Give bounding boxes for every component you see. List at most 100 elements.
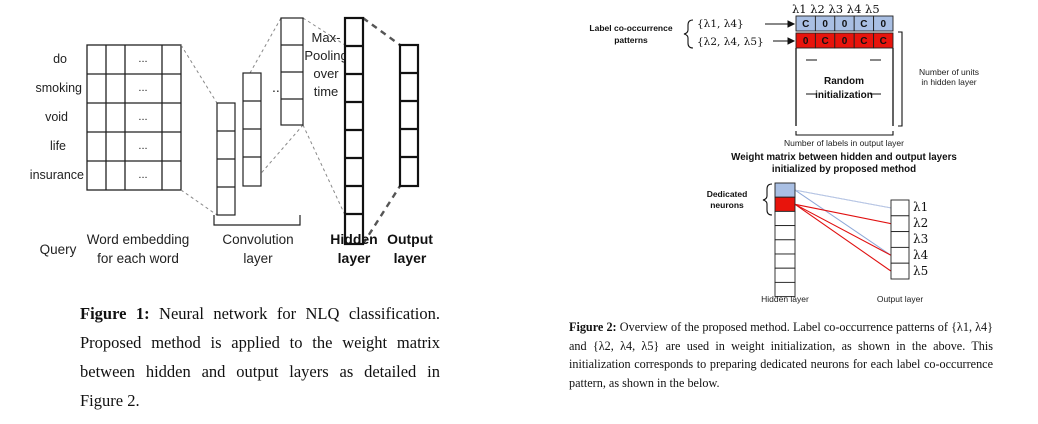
word-embedding-label: Word embedding xyxy=(87,232,190,247)
figure-2-caption-label: Figure 2: xyxy=(569,320,617,334)
red-connection xyxy=(794,203,892,272)
cooccurrence-row-1: C 0 0 C 0 xyxy=(795,15,894,32)
matrix-cell-value: 0 xyxy=(842,19,848,30)
output-lambda-label: λ4 xyxy=(913,248,929,262)
hidden-output-connectors xyxy=(361,17,402,245)
hidden-layer-label: Hidden xyxy=(330,231,377,247)
convolution-label: layer xyxy=(243,251,273,266)
label-cooccurrence-label: patterns xyxy=(614,35,648,45)
faint-connection xyxy=(794,189,892,209)
pattern-1: {λ1, λ4} xyxy=(697,18,744,30)
hidden-neuron xyxy=(774,281,796,298)
hidden-layer-caption: Hidden layer xyxy=(761,294,809,304)
pattern-arrows xyxy=(765,20,796,45)
word-label-smoking: smoking xyxy=(35,81,82,95)
matrix-cell-value: C xyxy=(821,36,828,47)
output-lambda-label: λ1 xyxy=(913,200,928,214)
figure-1-caption-label: Figure 1: xyxy=(80,304,150,323)
word-labels: do smoking void life insurance xyxy=(30,52,84,182)
pattern-2: {λ2, λ4, λ5} xyxy=(697,36,764,48)
grid-ellipsis: ... xyxy=(138,140,147,152)
word-label-life: life xyxy=(50,139,66,153)
random-label: Random xyxy=(824,76,864,87)
matrix-cell-value: 0 xyxy=(881,19,887,30)
cooccurrence-row-2: 0 C 0 C C xyxy=(795,32,894,49)
figure-2-caption-text: Overview of the proposed method. Label c… xyxy=(569,320,993,390)
hidden-layer-column xyxy=(343,16,365,246)
dedicated-label: Dedicated xyxy=(707,189,748,199)
output-neuron xyxy=(890,231,910,248)
grid-ellipsis: ... xyxy=(138,111,147,123)
output-lambda-label: λ2 xyxy=(913,216,928,230)
output-layer-column xyxy=(398,43,420,188)
figure-2-diagram: λ1 λ2 λ3 λ4 λ5 Label co-occurrence patte… xyxy=(589,2,979,304)
output-lambda-label: λ3 xyxy=(913,232,928,246)
neuron-connections xyxy=(794,189,892,272)
hidden-neuron xyxy=(774,253,796,269)
matrix-cell-value: 0 xyxy=(842,36,848,47)
random-dashes xyxy=(806,59,881,95)
output-layer-caption: Output layer xyxy=(877,294,923,304)
matrix-cell-value: C xyxy=(860,19,867,30)
maxpool-line: Max- xyxy=(312,30,341,45)
weight-matrix-title: Weight matrix between hidden and output … xyxy=(731,152,957,163)
figure-2-caption: Figure 2: Overview of the proposed metho… xyxy=(569,318,993,392)
hidden-neuron xyxy=(774,239,796,255)
lambda-header: λ1 λ2 λ3 λ4 λ5 xyxy=(792,2,880,16)
units-brace xyxy=(898,31,903,127)
maxpool-line: Pooling xyxy=(304,48,347,63)
word-label-insurance: insurance xyxy=(30,168,84,182)
dedicated-brace xyxy=(762,183,773,216)
word-label-do: do xyxy=(53,52,67,66)
figure-2-caption-clip: Figure 2: Overview of the proposed metho… xyxy=(560,316,1000,416)
matrix-cell-value: 0 xyxy=(822,19,828,30)
matrix-cell-value: C xyxy=(860,36,867,47)
output-neuron xyxy=(890,215,910,233)
pattern-brace xyxy=(683,19,694,49)
labels-output-label: Number of labels in output layer xyxy=(784,138,904,148)
figure-1-caption-text: Neural network for NLQ classification. P… xyxy=(80,304,440,410)
random-label: initialization xyxy=(815,90,873,101)
units-label: in hidden layer xyxy=(921,77,976,87)
word-embedding-label: for each word xyxy=(97,251,179,266)
matrix-cell xyxy=(873,15,894,32)
hidden-layer-neurons xyxy=(774,182,796,298)
matrix-cell-value: 0 xyxy=(803,36,809,47)
matrix-cell xyxy=(873,32,894,49)
maxpool-label: Max- Pooling over time xyxy=(304,30,347,99)
hidden-neuron xyxy=(774,267,796,283)
grid-ellipsis: ... xyxy=(138,53,147,65)
output-neuron xyxy=(890,262,910,280)
conv-ellipsis: ... xyxy=(272,79,284,95)
output-layer-label: Output xyxy=(387,231,433,247)
conv-column-2 xyxy=(242,72,262,187)
red-connection xyxy=(794,203,892,256)
hidden-neuron xyxy=(774,182,796,198)
blue-connection xyxy=(794,189,892,256)
query-label: Query xyxy=(40,242,77,257)
maxpool-line: over xyxy=(313,66,339,81)
figure-1-caption: Figure 1: Neural network for NLQ classif… xyxy=(80,299,440,415)
output-neuron xyxy=(890,199,910,217)
figure-1-diagram: do smoking void life insurance ... ... .… xyxy=(30,16,433,266)
matrix-cell-value: C xyxy=(880,36,887,47)
hidden-neuron xyxy=(774,225,796,241)
output-lambda-label: λ5 xyxy=(913,264,928,278)
hidden-neuron xyxy=(774,210,796,227)
grid-ellipsis: ... xyxy=(138,169,147,181)
convolution-label: Convolution xyxy=(222,232,293,247)
matrix-cell-value: C xyxy=(802,19,809,30)
output-lambda-labels: λ1 λ2 λ3 λ4 λ5 xyxy=(913,200,929,278)
label-cooccurrence-label: Label co-occurrence xyxy=(589,23,672,33)
output-layer-label: layer xyxy=(394,250,427,266)
units-label: Number of units xyxy=(919,67,979,77)
output-neuron xyxy=(890,246,910,264)
labels-brace xyxy=(795,131,894,136)
output-layer-neurons xyxy=(890,199,910,280)
convolution-bracket xyxy=(213,215,301,226)
conv-column-3 xyxy=(280,17,304,126)
conv-column-1 xyxy=(216,102,236,216)
hidden-layer-label: layer xyxy=(338,250,371,266)
grid-ellipses: ... ... ... ... ... xyxy=(138,53,147,181)
word-embedding-grid xyxy=(86,44,182,191)
